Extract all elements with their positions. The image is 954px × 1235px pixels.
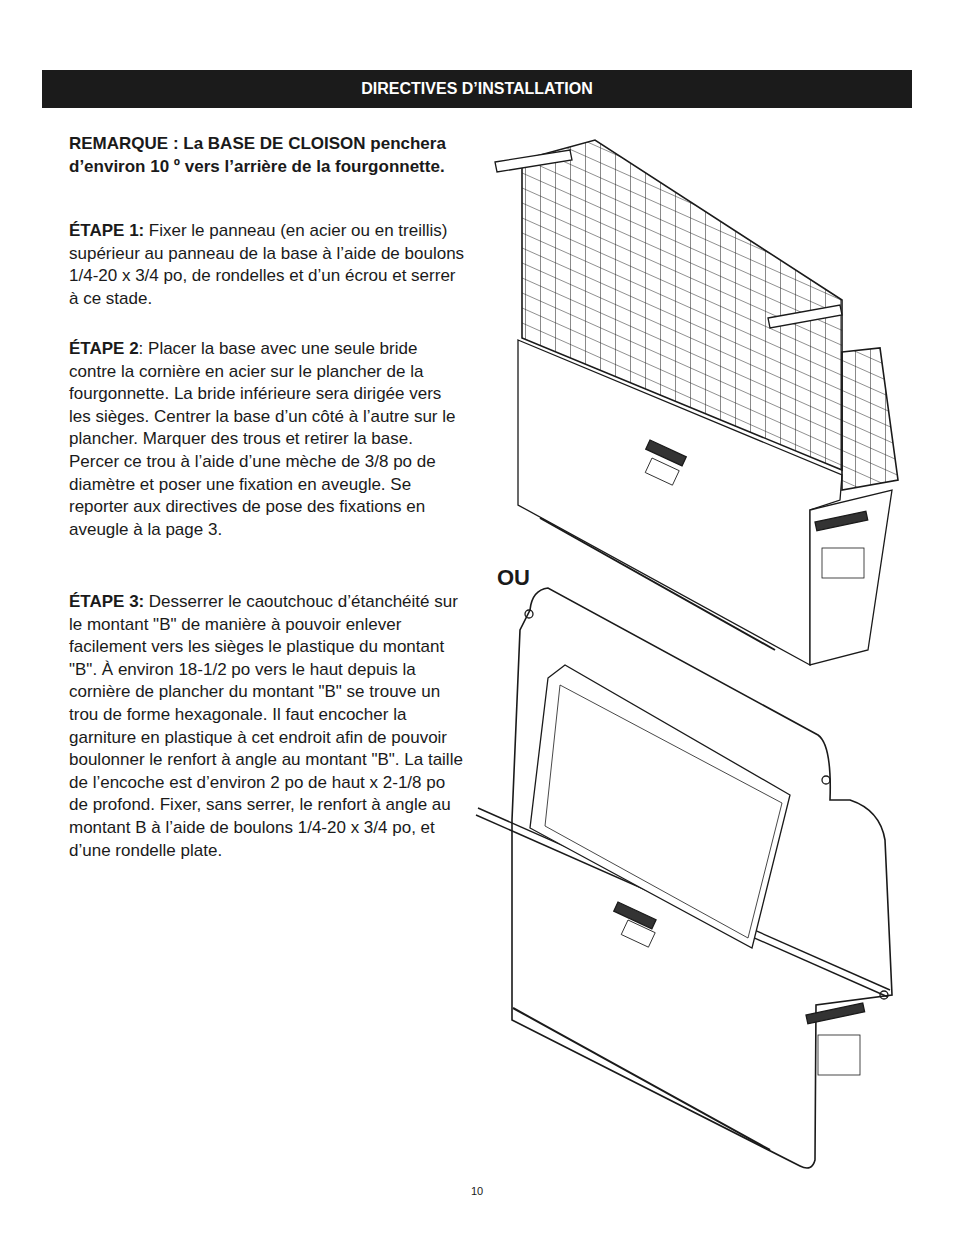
paragraph: ÉTAPE 1:Fixer le panneau (en acier ou en… bbox=[69, 220, 465, 310]
step-label: ÉTAPE 3: bbox=[69, 592, 144, 611]
paragraph: REMARQUE : La BASE DE CLOISON penchera d… bbox=[69, 133, 465, 178]
step-text: : Placer la base avec une seule bride co… bbox=[69, 339, 455, 539]
step-label: ÉTAPE 2 bbox=[69, 339, 139, 358]
paragraph: ÉTAPE 2: Placer la base avec une seule b… bbox=[69, 338, 465, 541]
step-text: Desserrer le caoutchouc d’étanchéité sur… bbox=[69, 592, 463, 860]
alternative-label: OU bbox=[497, 565, 530, 591]
page-title: DIRECTIVES D’INSTALLATION bbox=[42, 70, 912, 108]
note-text: REMARQUE : La BASE DE CLOISON penchera d… bbox=[69, 134, 446, 176]
page-number: 10 bbox=[457, 1185, 497, 1197]
paragraph: ÉTAPE 3:Desserrer le caoutchouc d’étanch… bbox=[69, 591, 465, 862]
step-label: ÉTAPE 1: bbox=[69, 221, 144, 240]
